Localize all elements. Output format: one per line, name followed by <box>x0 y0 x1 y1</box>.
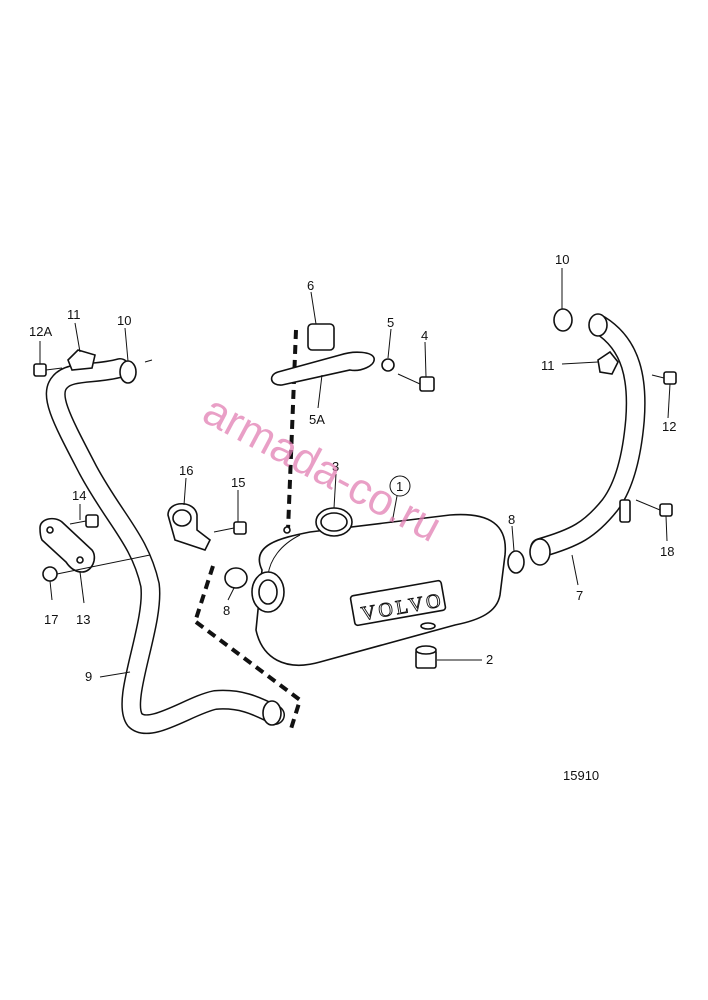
left-pipe-end-fitting <box>262 700 282 726</box>
bolt-4 <box>419 376 435 392</box>
bolt-12 <box>663 371 677 385</box>
mounting-bracket-5a <box>270 351 375 386</box>
rubber-bushing-6 <box>307 323 335 351</box>
callout-12a: 12A <box>29 324 52 339</box>
bolt-15 <box>233 521 247 535</box>
callout-13: 13 <box>76 612 90 627</box>
callout-16: 16 <box>179 463 193 478</box>
callout-15: 15 <box>231 475 245 490</box>
assembly-line-left-upper <box>193 565 215 623</box>
bolt-12-shank <box>651 374 665 379</box>
callout-8-right: 8 <box>508 512 515 527</box>
callout-11-right: 11 <box>541 358 555 373</box>
callout-1: 1 <box>396 479 403 494</box>
right-pipe-7 <box>529 313 646 566</box>
drain-plug-2-top <box>415 645 437 655</box>
seal-ring-8-right <box>507 550 525 574</box>
bolt-4-shank <box>397 373 421 385</box>
washer-5 <box>381 358 395 372</box>
bracket-plate-hole-lower <box>76 556 84 564</box>
right-pipe-tab <box>619 499 631 523</box>
callout-14: 14 <box>72 488 86 503</box>
pipe-clamp-11-right <box>597 350 619 375</box>
pipe-clamp-16-bore <box>172 509 192 527</box>
callout-3: 3 <box>332 459 339 474</box>
callout-5a: 5A <box>309 412 325 427</box>
left-pipe-axis <box>144 359 153 363</box>
callout-7: 7 <box>576 588 583 603</box>
bolt-14-shank <box>69 520 87 525</box>
volvo-nameplate <box>349 579 447 627</box>
bolt-18-shank <box>635 499 661 511</box>
drain-plug-seat <box>420 622 436 630</box>
callout-5: 5 <box>387 315 394 330</box>
assembly-line-left-lower <box>194 620 303 733</box>
leader-lines <box>39 268 671 678</box>
callout-10-right: 10 <box>555 252 569 267</box>
bolt-18 <box>659 503 673 517</box>
cooler-inlet-bore <box>258 579 278 605</box>
bolt-14 <box>85 514 99 528</box>
bracket-pin <box>283 526 291 534</box>
callout-12: 12 <box>662 419 676 434</box>
bolt-12a <box>33 363 47 377</box>
callout-9: 9 <box>85 669 92 684</box>
pipe-clamp-16 <box>167 502 212 551</box>
drawing-number: 15910 <box>563 768 599 783</box>
pipe-clamp-11-left <box>67 349 96 371</box>
right-pipe-upper-fitting <box>588 313 608 337</box>
callout-18: 18 <box>660 544 674 559</box>
nut-17 <box>42 566 58 582</box>
seal-ring-8-left <box>224 567 248 589</box>
callout-17: 17 <box>44 612 58 627</box>
right-pipe-lower-fitting <box>529 538 551 566</box>
callout-6: 6 <box>307 278 314 293</box>
bracket-axis-line <box>56 554 151 575</box>
bracket-plate-hole-upper <box>46 526 54 534</box>
callout-2: 2 <box>486 652 493 667</box>
callout-11-left: 11 <box>67 307 81 322</box>
left-pipe-9 <box>45 358 285 735</box>
bolt-15-shank <box>213 527 235 533</box>
callout-10-left: 10 <box>117 313 131 328</box>
bolt-12a-shank <box>45 367 63 371</box>
o-ring-3-inner <box>320 512 348 532</box>
assembly-line-bracket <box>286 329 298 531</box>
oil-cooler-body: VOLVO <box>251 513 507 666</box>
callout-8-left: 8 <box>223 603 230 618</box>
callout-4: 4 <box>421 328 428 343</box>
callout-1-circle <box>389 475 411 497</box>
seal-ring-10-left <box>119 360 137 384</box>
seal-ring-10-right <box>553 308 573 332</box>
callout-labels: 1 2 3 4 5 5A 6 7 8 8 9 10 10 11 11 12 12… <box>29 252 676 684</box>
